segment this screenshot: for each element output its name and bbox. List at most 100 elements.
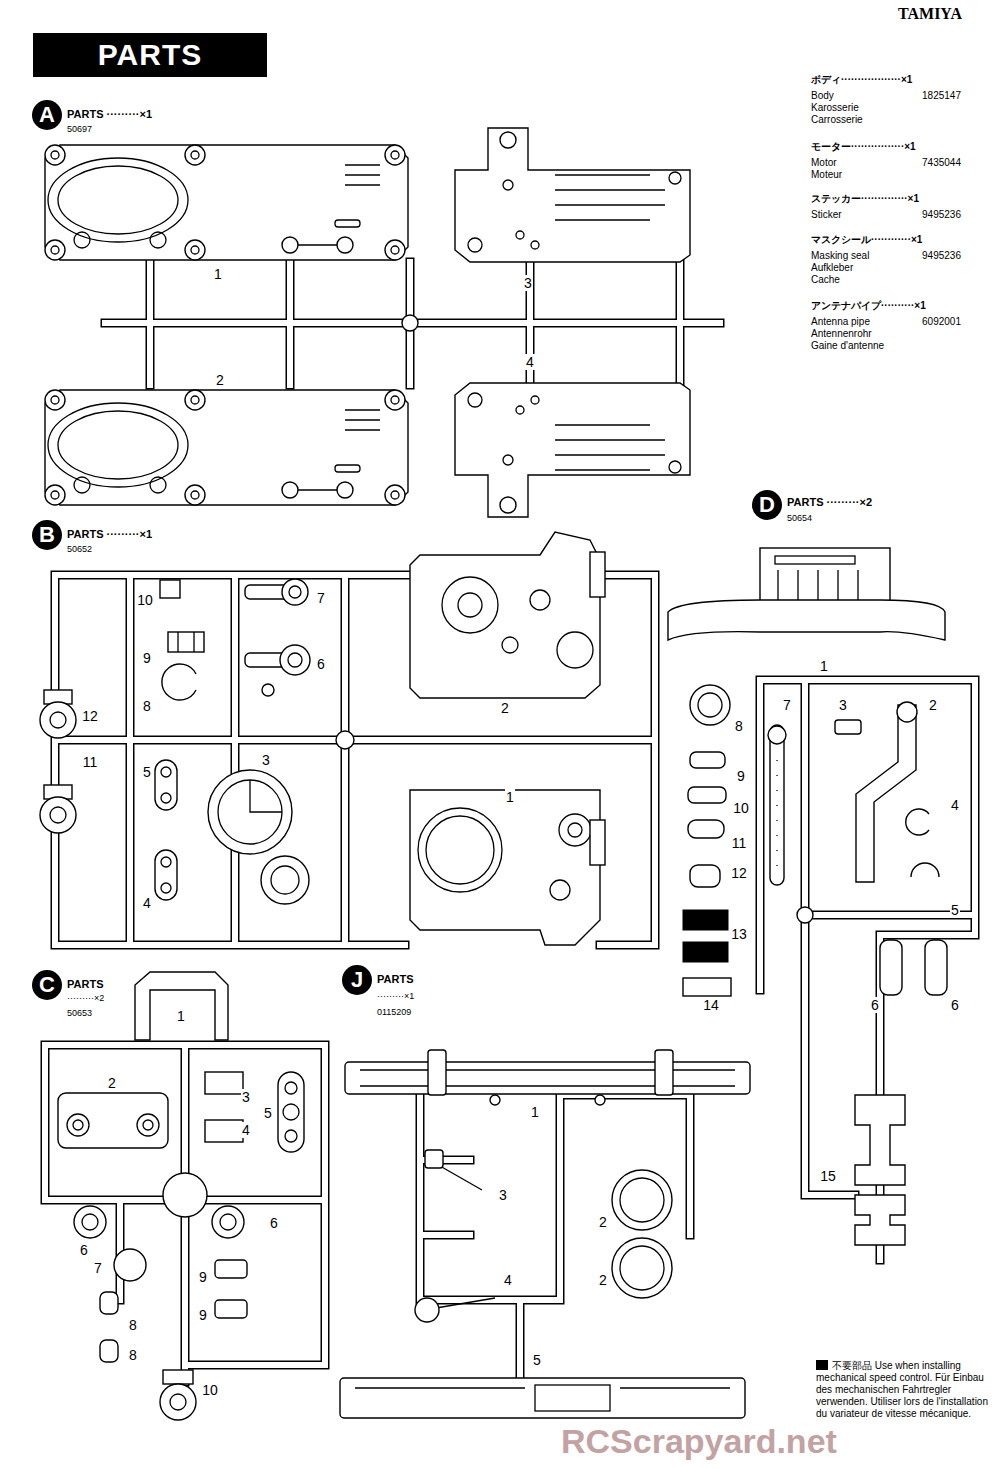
- sprue-letter: A: [39, 104, 55, 126]
- sprue-runner: [105, 262, 720, 385]
- parts-list-entry: 1825147: [921, 90, 962, 102]
- small-parts: [288, 653, 302, 667]
- c-parts: [135, 972, 228, 1040]
- j-parts: [415, 1298, 439, 1322]
- callout-number: 11: [82, 754, 99, 770]
- chassis-plate: [282, 237, 298, 253]
- parts-list-entry: Carrosserie: [810, 114, 864, 126]
- d-parts: [688, 787, 726, 803]
- c-parts: [67, 1114, 89, 1136]
- callout-number: 6: [870, 997, 880, 1013]
- c-parts: [205, 1072, 243, 1094]
- gearbox-parts: [550, 880, 570, 900]
- sprue-runner: [336, 731, 354, 749]
- sprue-letter: J: [351, 969, 363, 991]
- callout-number: 4: [950, 797, 960, 813]
- small-parts: [161, 883, 171, 893]
- small-parts: [218, 780, 282, 844]
- sprue-runner: [105, 262, 720, 385]
- parts-list-entry: ステッカー··············×1: [810, 193, 920, 205]
- j-parts: [355, 1387, 730, 1388]
- c-parts: [212, 1206, 244, 1238]
- j-parts: [360, 1070, 735, 1086]
- d-parts: [906, 809, 929, 835]
- small-parts: [155, 579, 310, 904]
- d-parts: [768, 726, 786, 744]
- callout-number: 1: [819, 658, 829, 674]
- gearbox-parts: [590, 820, 605, 865]
- c-parts: [215, 1260, 247, 1278]
- small-parts: [161, 857, 171, 867]
- j-parts: [595, 1095, 605, 1105]
- small-parts: [162, 664, 196, 700]
- callout-number: 5: [532, 1352, 542, 1368]
- callout-number: 4: [241, 1122, 251, 1138]
- sprue-info: PARTS: [66, 978, 104, 991]
- chassis-plate: [45, 390, 408, 505]
- callout-number: 7: [782, 697, 792, 713]
- chassis-plate: [45, 145, 408, 260]
- gearbox-parts: [410, 790, 600, 945]
- c-parts: [100, 1292, 118, 1314]
- sprue-info: 0115209: [376, 1007, 412, 1017]
- parts-list-entry: Aufkleber: [810, 262, 854, 274]
- c-parts: [58, 1093, 168, 1148]
- callout-number: 8: [142, 698, 152, 714]
- gearbox-parts: [568, 823, 582, 837]
- chassis-plate: [51, 246, 59, 254]
- small-parts: [271, 866, 299, 894]
- d-parts: [698, 693, 722, 717]
- callout-number: 6: [950, 997, 960, 1013]
- sprue-info: 50652: [66, 544, 93, 554]
- title: PARTS: [98, 38, 202, 72]
- gearbox-parts: [426, 816, 494, 884]
- callout-number: 2: [500, 700, 510, 716]
- sprue-letter-circle: A: [32, 100, 62, 130]
- callout-number: 6: [79, 1242, 89, 1258]
- d-parts: [897, 702, 917, 722]
- chassis-plate: [74, 232, 90, 248]
- j-parts: [535, 1385, 610, 1411]
- side-plate: [455, 128, 690, 262]
- sprue-runner: [760, 680, 975, 1260]
- c-parts: [82, 1214, 98, 1230]
- chassis-plate: [385, 145, 405, 165]
- sprue-info: PARTS ·········×2: [786, 496, 873, 509]
- side-plate: [516, 231, 524, 239]
- small-parts: [161, 793, 171, 803]
- callout-number: 3: [261, 752, 271, 768]
- small-parts: [160, 580, 180, 598]
- bearing-holder: [40, 690, 76, 738]
- callout-number: 7: [93, 1260, 103, 1276]
- j-parts: [340, 1378, 745, 1418]
- callout-number: 3: [523, 275, 533, 291]
- legend-swatch: [816, 1360, 828, 1370]
- d-parts: [668, 548, 947, 1245]
- small-parts: [262, 684, 274, 696]
- small-parts: [261, 856, 309, 904]
- j-parts: [612, 1238, 672, 1298]
- callout-number: 5: [950, 902, 960, 918]
- small-parts: [208, 770, 292, 854]
- c-parts: [170, 1394, 186, 1410]
- sprue-runner: [45, 262, 975, 1382]
- c-parts: [285, 1082, 297, 1094]
- d-parts: [925, 940, 947, 995]
- sprue-info: ·········×2: [66, 993, 105, 1003]
- callout-number: 1: [176, 1008, 186, 1024]
- sprue-info: ·········×1: [376, 991, 415, 1001]
- c-parts: [143, 1120, 153, 1130]
- callout-number: 2: [598, 1272, 608, 1288]
- d-parts: [690, 752, 725, 768]
- gearbox-parts: [590, 552, 605, 597]
- gearbox-parts: [418, 808, 502, 892]
- j-parts: [340, 1050, 750, 1418]
- gearbox-parts: [559, 814, 591, 846]
- j-parts: [490, 1095, 500, 1105]
- parts-list-entry: Motor: [810, 157, 838, 169]
- j-parts: [612, 1170, 672, 1230]
- sprue-info: 50697: [66, 124, 93, 134]
- gearbox-parts: [442, 577, 498, 633]
- callout-number: 10: [201, 1382, 219, 1398]
- d-parts: [855, 1095, 905, 1185]
